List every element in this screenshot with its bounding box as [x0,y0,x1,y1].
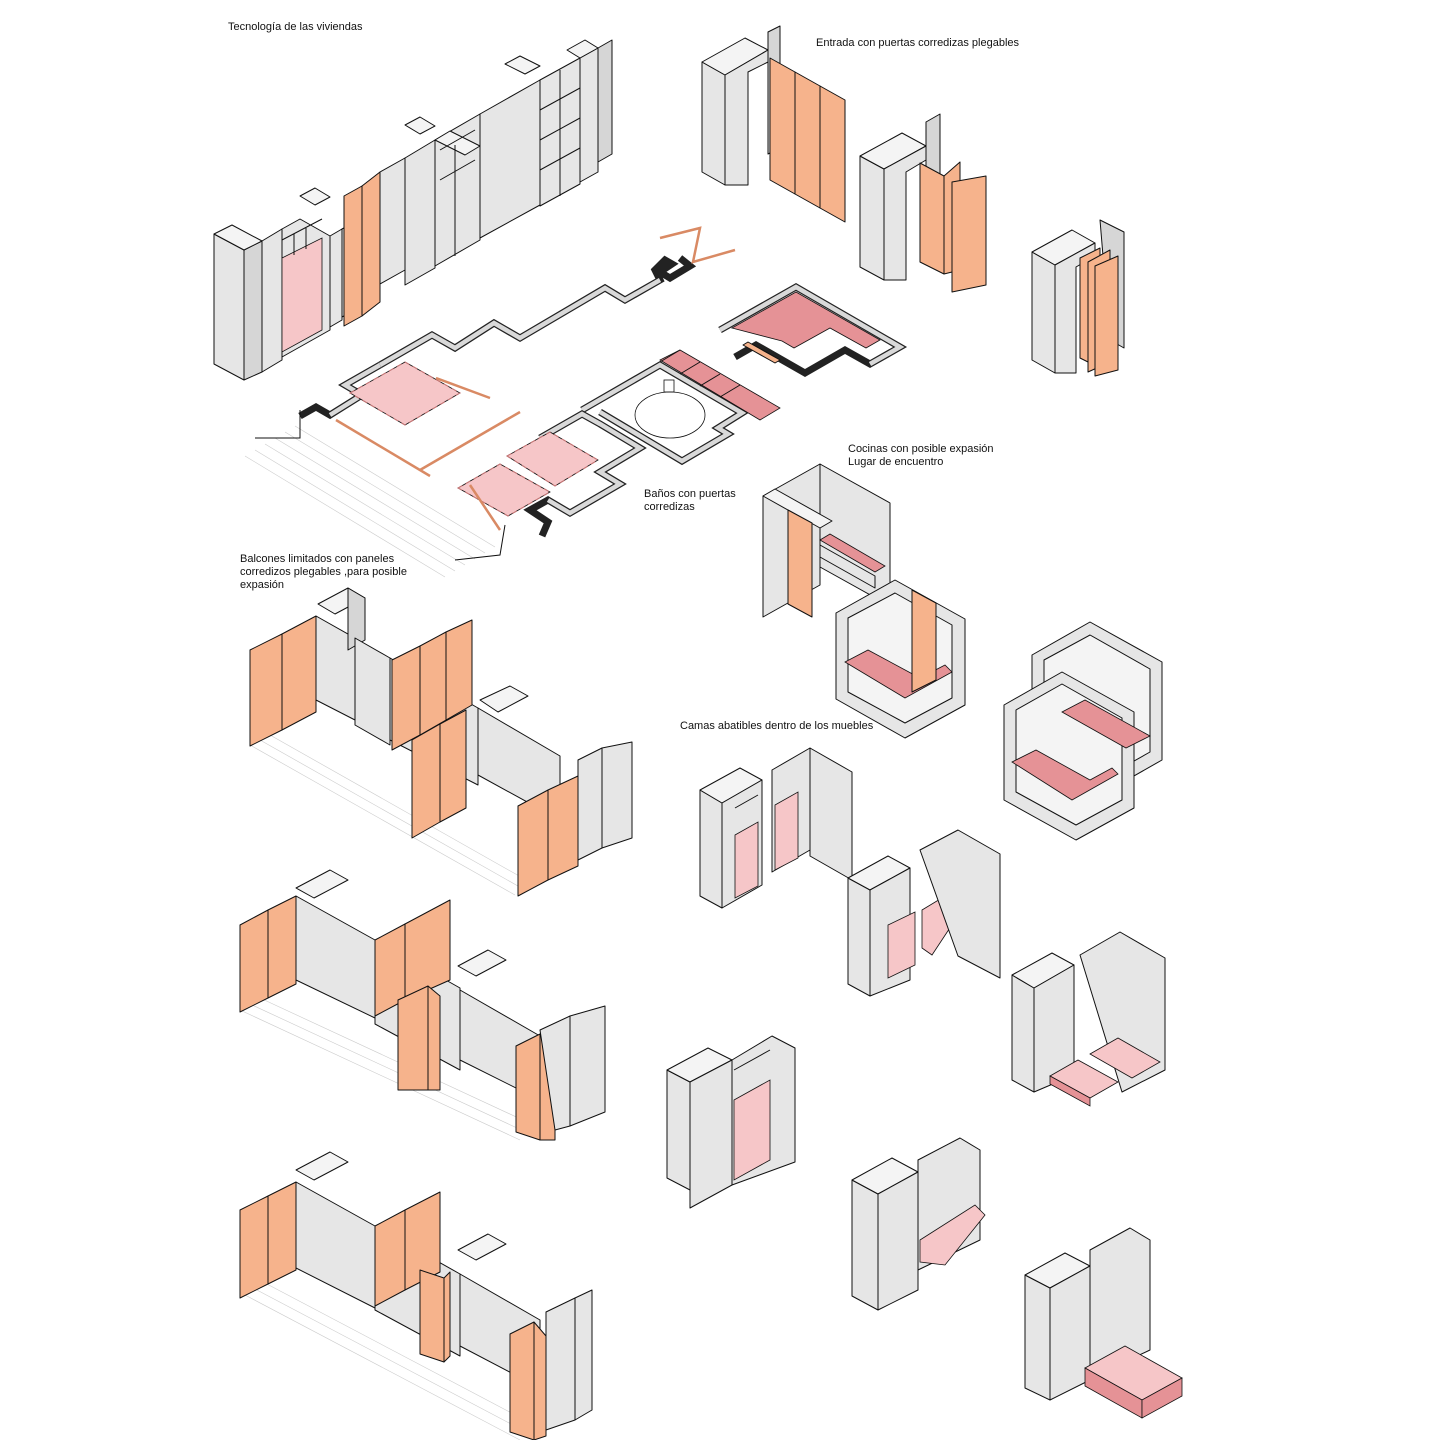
balcony-panels-2 [239,869,606,1141]
label-entrada: Entrada con puertas corredizas plegables [816,37,1020,49]
label-camas: Camas abatibles dentro de los muebles [680,720,874,732]
label-tecnologia: Tecnología de las viviendas [228,21,363,33]
housing-technology-axonometric [213,39,613,381]
entrance-folding-doors [701,25,1125,377]
plan-view [244,226,908,578]
label-banos: Baños con puertas corredizas [644,488,736,513]
label-cocinas: Cocinas con posible expasión Lugar de en… [848,443,994,468]
kitchen-expansion-modules [762,463,1163,841]
balcony-panels-1 [249,587,633,897]
label-balcones: Balcones limitados con paneles corredizo… [240,553,407,591]
foldaway-beds [666,747,1183,1419]
balcony-panels-3 [239,1151,593,1440]
